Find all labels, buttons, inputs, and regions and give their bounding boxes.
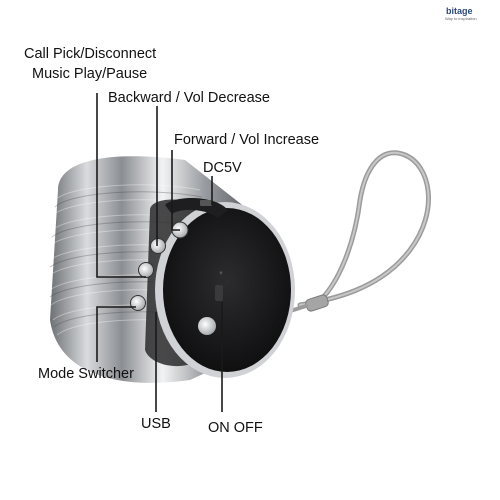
on-off-switch [215,285,223,301]
speaker-face: ▼ [155,202,295,378]
forward-label: Forward / Vol Increase [174,132,320,148]
mode-button [130,295,146,311]
brand-logo: bitage [446,6,473,16]
callout-lines [96,93,223,412]
backward-label: Backward / Vol Decrease [108,90,270,106]
usb-label: USB [141,416,171,432]
backward-button [150,238,166,254]
on-off-label: ON OFF [208,420,263,436]
brand-name: bitage [446,6,473,16]
volume-knob [198,317,216,335]
svg-text:▼: ▼ [218,271,224,277]
call-pick-label: Call Pick/Disconnect [24,46,157,62]
brand-tagline: Way to inspiration [445,16,477,21]
mode-switcher-label: Mode Switcher [38,366,134,382]
play-pause-button [138,262,154,278]
dc5v-label: DC5V [203,160,242,176]
music-play-label: Music Play/Pause [32,66,148,82]
